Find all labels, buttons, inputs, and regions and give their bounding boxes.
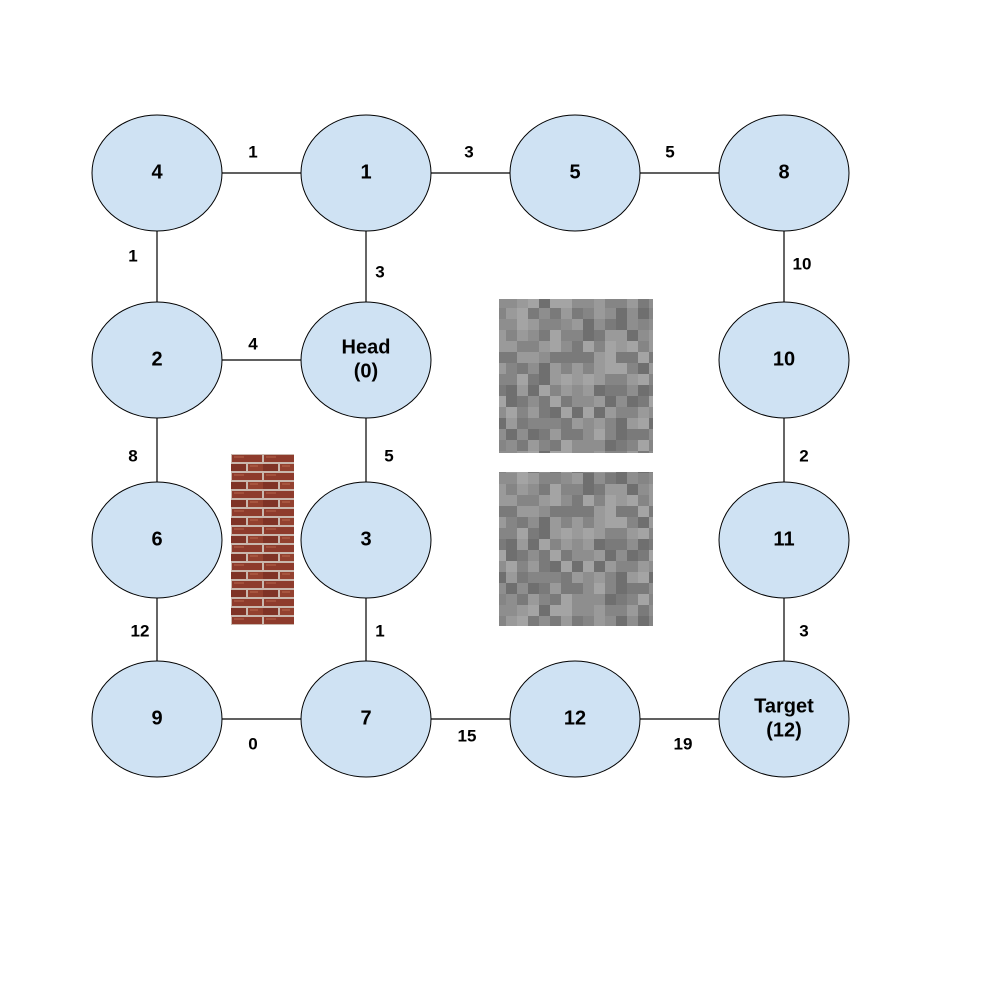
node-n10: 10 [718,301,850,419]
node-n4: 4 [91,114,223,232]
edge-weight-n12-target: 19 [674,734,693,753]
node-n2: 2 [91,301,223,419]
edge-weight-n10-n11: 2 [799,446,808,465]
node-target: Target(12) [718,660,850,778]
node-label: 11 [773,528,794,550]
edge-weight-n1-head: 3 [375,262,384,281]
node-n11: 11 [718,481,850,599]
stone-block-lower [499,472,653,626]
node-label: 12 [564,707,586,729]
edge-weight-n9-n7: 0 [248,734,257,753]
node-label: 7 [360,707,371,729]
node-shape [718,660,850,778]
node-n8: 8 [718,114,850,232]
edge-weight-n2-n6: 8 [128,446,137,465]
node-shape [91,114,223,232]
edge-weight-n11-target: 3 [799,621,808,640]
node-n9: 9 [91,660,223,778]
edge-weight-n7-n12: 15 [458,726,477,745]
node-shape [300,301,432,419]
node-label: 4 [151,161,163,183]
node-n6: 6 [91,481,223,599]
node-n12: 12 [509,660,641,778]
node-shape [300,481,432,599]
node-shape [718,481,850,599]
edges [156,172,785,720]
node-label: 10 [773,348,795,370]
node-label: 3 [360,528,371,550]
node-label: 6 [151,528,162,550]
node-n5: 5 [509,114,641,232]
node-label: 1 [360,161,371,183]
edge-weight-n1-n5: 3 [464,142,473,161]
node-shape [300,114,432,232]
edge-weight-n8-n10: 10 [793,254,812,273]
edge-weight-n4-n1: 1 [248,142,257,161]
node-n3: 3 [300,481,432,599]
node-label: (12) [766,719,802,741]
node-n1: 1 [300,114,432,232]
node-shape [718,114,850,232]
edge-weight-n4-n2: 1 [128,246,137,265]
edge-weight-n2-head: 4 [248,334,258,353]
stone-block-upper [499,299,653,453]
node-shape [509,660,641,778]
node-label: 5 [569,161,580,183]
edge-weight-n6-n9: 12 [131,621,150,640]
node-label: 9 [151,707,162,729]
obstacles [231,299,653,626]
edge-weight-head-n3: 5 [384,446,393,465]
node-label: 8 [778,161,789,183]
node-label: (0) [354,360,378,382]
node-shape [91,301,223,419]
node-head: Head(0) [300,301,432,419]
node-shape [509,114,641,232]
node-shape [91,481,223,599]
node-shape [718,301,850,419]
node-shape [300,660,432,778]
node-label: Target [754,695,814,717]
edge-weight-n3-n7: 1 [375,621,384,640]
brick-wall [231,454,294,625]
node-shape [91,660,223,778]
edge-weight-n5-n8: 5 [665,142,674,161]
node-label: 2 [151,348,162,370]
node-n7: 7 [300,660,432,778]
node-label: Head [342,336,391,358]
